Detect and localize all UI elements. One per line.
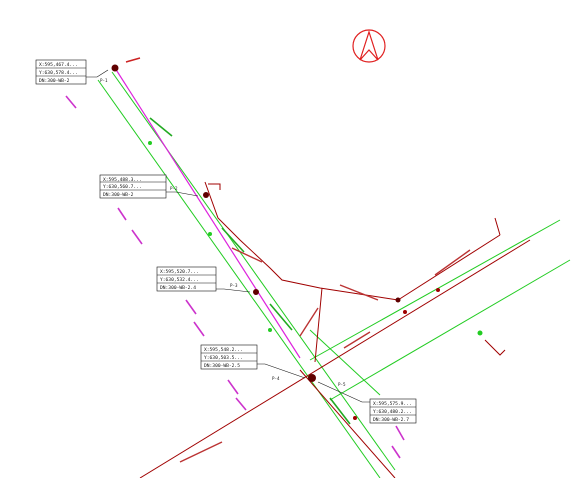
callout-line: DN:300-WB-2.7 xyxy=(373,417,409,423)
node-top xyxy=(111,64,119,72)
segment-labels xyxy=(65,95,471,463)
green-branch-line xyxy=(309,329,381,396)
red-tick-stub xyxy=(208,183,221,190)
callout-line: Y:630,560.7... xyxy=(103,184,142,190)
callout-4: X:595,548.2... Y:630,503.5... DN:300-WB-… xyxy=(200,344,280,381)
callout-line: DN:300-WB-2.5 xyxy=(204,363,240,369)
callout-box xyxy=(369,398,417,424)
callout-line: X:595,520.7... xyxy=(160,269,199,275)
station-tag: P-4 xyxy=(272,376,280,381)
red-top-right-stub xyxy=(494,217,501,236)
callout-box xyxy=(99,174,167,199)
magenta-line xyxy=(114,67,301,359)
red-long-diagonal xyxy=(139,239,531,478)
callout-1: X:595,467.4... Y:630,578.4... DN:300-WB-… xyxy=(35,59,108,85)
green-line-right-lower xyxy=(329,259,571,401)
callout-box xyxy=(156,266,217,292)
station-tag: P-1 xyxy=(100,78,108,83)
red-vertical-segment xyxy=(314,287,323,363)
leader-2 xyxy=(166,191,199,197)
callout-line: Y:630,480.2... xyxy=(373,409,412,415)
red-diagonal-down xyxy=(299,369,396,478)
red-upper-branch xyxy=(204,181,399,301)
callout-line: X:595,467.4... xyxy=(39,62,78,68)
callout-line: Y:630,503.5... xyxy=(204,355,243,361)
callout-2: X:595,488.3... Y:630,560.7... DN:300-WB-… xyxy=(99,174,178,199)
green-main-line xyxy=(111,71,396,471)
node-green-3 xyxy=(268,328,272,332)
node-right xyxy=(395,297,401,303)
station-tag: P-2 xyxy=(170,186,178,191)
station-tag: P-5 xyxy=(338,382,346,387)
node-green-2 xyxy=(208,232,212,236)
leader-1 xyxy=(86,69,109,78)
node-green-1 xyxy=(148,141,152,145)
north-arrow-icon xyxy=(352,29,386,63)
callout-line: DN:300-WB-2 xyxy=(39,78,70,84)
callout-box xyxy=(35,59,87,85)
callout-line: X:595,575.9... xyxy=(373,401,412,407)
callout-line: Y:630,578.4... xyxy=(39,70,78,76)
node-red-small-3 xyxy=(353,416,357,420)
callout-5: X:595,575.9... Y:630,480.2... DN:300-WB-… xyxy=(338,382,417,424)
green-line-right-upper xyxy=(309,219,561,361)
red-pipe-network xyxy=(139,181,531,478)
green-parallel-line-left xyxy=(97,79,381,478)
leader-3 xyxy=(216,288,251,293)
node-green-4 xyxy=(477,330,483,336)
node-red-small-1 xyxy=(436,288,440,292)
callout-box xyxy=(200,344,258,370)
leader-lines xyxy=(86,69,370,403)
red-right-branch xyxy=(397,234,501,301)
callout-line: X:595,488.3... xyxy=(103,177,142,183)
leader-4 xyxy=(257,363,306,379)
red-tag-top xyxy=(125,57,141,63)
node-red-small-2 xyxy=(403,310,407,314)
station-tag: P-3 xyxy=(230,283,238,288)
node-mid-1 xyxy=(203,192,209,198)
node-mid-2 xyxy=(253,289,259,295)
pipe-nodes xyxy=(111,64,483,420)
callout-line: Y:630,532.4... xyxy=(160,277,199,283)
callout-line: X:595,548.2... xyxy=(204,347,243,353)
leader-5 xyxy=(317,381,370,403)
callout-3: X:595,520.7... Y:630,532.4... DN:300-WB-… xyxy=(156,266,238,292)
red-short-stub xyxy=(484,339,506,356)
callout-line: DN:300-WB-2.4 xyxy=(160,285,196,291)
node-crossing xyxy=(308,374,316,382)
callout-line: DN:300-WB-2 xyxy=(103,192,134,198)
